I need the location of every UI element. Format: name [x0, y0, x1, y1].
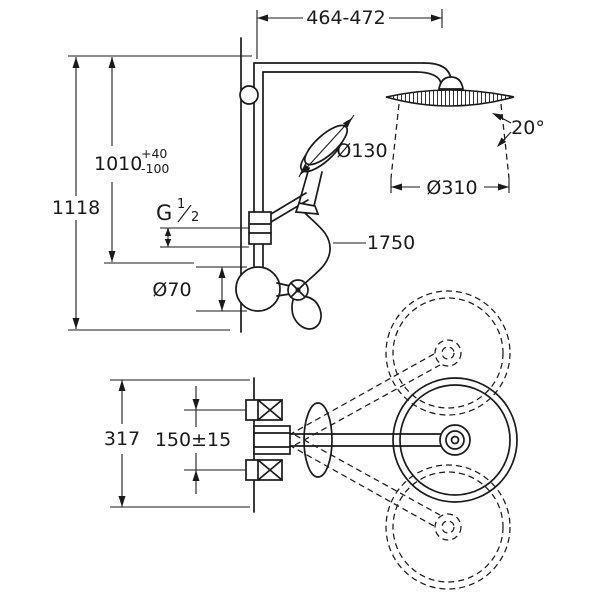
dim-hand-130: Ø130 — [298, 114, 388, 178]
shower-hose — [291, 212, 331, 330]
dim-plan-317: 317 — [104, 379, 250, 508]
dim-spray-angle: 20° — [492, 113, 545, 147]
supply-union-top — [245, 399, 283, 421]
label-tol-minus: -100 — [141, 161, 169, 176]
label-supply-distance: 150±15 — [155, 429, 231, 451]
plan-escutcheon — [303, 402, 333, 478]
label-height-1118: 1118 — [52, 197, 100, 219]
hand-shower-nut — [294, 202, 320, 215]
dim-thread-g12: G 1 2 — [156, 197, 249, 248]
dim-width-range: 464-472 — [256, 7, 443, 59]
front-view: 464-472 1118 1010 +40 -100 G 1 — [52, 7, 545, 333]
label-height-1010: 1010 — [94, 153, 142, 175]
wall-bracket — [239, 85, 259, 105]
plan-view: 317 150±15 — [104, 290, 518, 590]
thermostat-valve — [235, 266, 309, 312]
label-width-range: 464-472 — [306, 7, 385, 29]
swivel-position-upper — [288, 290, 511, 446]
dim-hose-1750: 1750 — [333, 232, 415, 254]
dim-1118: 1118 — [52, 57, 230, 331]
dim-head-310: Ø310 — [390, 177, 510, 199]
head-shower-face — [385, 89, 515, 107]
plan-valve-and-arm — [253, 402, 442, 478]
label-thread-num: 1 — [177, 197, 185, 212]
riser-pipe — [253, 62, 452, 268]
swivel-position-lower — [288, 434, 511, 590]
head-shower-dome — [437, 76, 465, 90]
dim-escutcheon-70: Ø70 — [152, 266, 247, 312]
label-escutcheon-diameter: Ø70 — [152, 279, 191, 301]
dim-1010: 1010 +40 -100 — [94, 57, 194, 264]
label-hose-length: 1750 — [367, 232, 415, 254]
label-tol-plus: +40 — [141, 146, 167, 161]
head-shower — [385, 76, 515, 107]
label-head-diameter: Ø310 — [426, 177, 477, 199]
supply-union-bottom — [245, 459, 283, 481]
spray-cone — [390, 103, 510, 179]
valve-escutcheon — [235, 266, 281, 312]
plan-head-shower — [392, 377, 518, 503]
label-thread-den: 2 — [191, 210, 199, 225]
label-thread-g: G — [156, 201, 172, 225]
thread-fraction-slash — [177, 204, 192, 223]
label-spray-angle: 20° — [511, 117, 545, 139]
dim-supply-150: 150±15 — [155, 386, 246, 494]
label-plan-height: 317 — [104, 428, 140, 450]
label-hand-shower-diameter: Ø130 — [336, 140, 387, 162]
